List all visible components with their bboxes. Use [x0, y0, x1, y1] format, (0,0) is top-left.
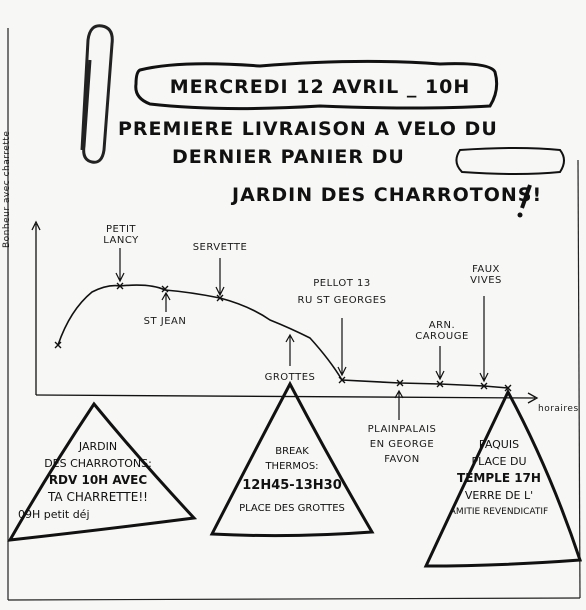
stop-label-line: VIVES	[470, 275, 502, 286]
route-marker	[436, 380, 444, 388]
paperclip-icon	[80, 24, 114, 164]
arrow-down-icon	[115, 248, 125, 283]
stop-label-line: ST JEAN	[143, 316, 187, 327]
triangle-right-line: AMITIE REVENDICATIF	[449, 507, 549, 517]
stop-label-line: FAUX	[472, 264, 500, 275]
y-axis-label: Bonheur avec charrette	[2, 130, 12, 248]
stop-label-pellot: PELLOT 13 RU ST GEORGES	[284, 278, 400, 306]
route-marker	[116, 282, 124, 290]
exclamation-dot	[517, 212, 523, 218]
triangle-right-line: VERRE DE L'	[464, 489, 534, 502]
stop-label-line: SERVETTE	[192, 242, 248, 253]
frame-bottom-line	[7, 597, 581, 601]
triangle-right-text: PAQUIS PLACE DU TEMPLE 17H VERRE DE L' A…	[424, 436, 574, 521]
triangle-left-line: 09H petit déj	[18, 508, 90, 521]
triangle-right-outline	[423, 388, 583, 568]
triangle-right-line: TEMPLE 17H	[457, 471, 541, 485]
stop-label-line: LANCY	[103, 235, 139, 246]
arrow-down-icon	[215, 258, 225, 297]
stop-label-line: RU ST GEORGES	[297, 295, 387, 306]
route-markers	[54, 282, 512, 392]
triangle-middle-line: THERMOS:	[265, 461, 319, 472]
arrow-up-icon	[161, 291, 171, 312]
stop-label-line: CAROUGE	[415, 331, 469, 342]
scribble-box	[455, 147, 565, 175]
stop-label-line: FAVON	[384, 454, 420, 465]
triangle-right-line: PAQUIS	[478, 438, 520, 451]
stop-label-carouge: ARN. CAROUGE	[414, 320, 470, 342]
triangle-middle-line: 12H45-13H30	[242, 478, 342, 493]
stop-label-servette: SERVETTE	[190, 242, 250, 253]
route-marker	[54, 341, 62, 349]
arrow-down-icon	[337, 318, 347, 377]
x-axis-label: horaires	[538, 404, 579, 414]
x-axis	[35, 394, 536, 399]
triangle-left-line: DES CHARROTONS:	[44, 457, 152, 470]
stop-label-petit-lancy: PETIT LANCY	[96, 224, 146, 246]
route-marker	[504, 384, 512, 392]
date-banner: MERCREDI 12 AVRIL _ 10H	[169, 76, 471, 98]
stop-label-line: ARN.	[428, 320, 456, 331]
triangle-middle-outline	[209, 380, 375, 538]
stop-label-line: PLAINPALAIS	[367, 424, 437, 435]
triangle-right-line: PLACE DU	[471, 455, 527, 468]
arrow-down-icon	[479, 296, 489, 383]
stop-label-eaux-vives: FAUX VIVES	[462, 264, 510, 286]
triangle-middle-line: BREAK	[275, 446, 309, 457]
headline-line-1: PREMIERE LIVRAISON A VELO DU	[118, 118, 498, 140]
triangle-middle-line: PLACE DES GROTTES	[239, 503, 345, 514]
arrow-up-icon	[285, 333, 295, 366]
arrow-down-icon	[435, 346, 445, 381]
stop-label-line: PETIT	[105, 224, 136, 235]
route-marker	[338, 376, 346, 384]
triangle-left-text: JARDIN DES CHARROTONS: RDV 10H AVEC TA C…	[18, 438, 178, 523]
triangle-left-outline	[7, 401, 198, 542]
stop-label-line: GROTTES	[264, 372, 316, 383]
triangle-left-line: JARDIN	[78, 440, 118, 453]
date-banner-outline	[134, 59, 499, 111]
stop-label-line: EN GEORGE	[369, 439, 435, 450]
route-marker	[480, 382, 488, 390]
frame-right-line	[577, 159, 581, 599]
stop-label-grottes: GROTTES	[262, 372, 318, 383]
stop-label-line: PELLOT 13	[313, 278, 371, 289]
y-axis-arrow	[31, 220, 41, 231]
triangle-left-line: TA CHARRETTE!!	[48, 490, 148, 504]
route-marker	[216, 294, 224, 302]
stop-arrows	[115, 248, 489, 420]
triangle-left-line: RDV 10H AVEC	[48, 473, 148, 487]
exclamation-stroke	[520, 184, 532, 209]
triangle-middle-text: BREAK THERMOS: 12H45-13H30 PLACE DES GRO…	[222, 444, 362, 516]
stop-label-st-jean: ST JEAN	[140, 316, 190, 327]
stop-label-plainpalais: PLAINPALAIS EN GEORGE FAVON	[352, 424, 452, 465]
route-profile-line	[57, 284, 509, 389]
route-marker	[161, 285, 169, 293]
arrow-up-icon	[394, 389, 404, 420]
headline-line-2: DERNIER PANIER DU	[172, 146, 405, 168]
x-axis-arrow	[527, 392, 539, 404]
route-marker	[396, 379, 404, 387]
headline-line-3: JARDIN DES CHARROTONS!	[232, 184, 543, 206]
